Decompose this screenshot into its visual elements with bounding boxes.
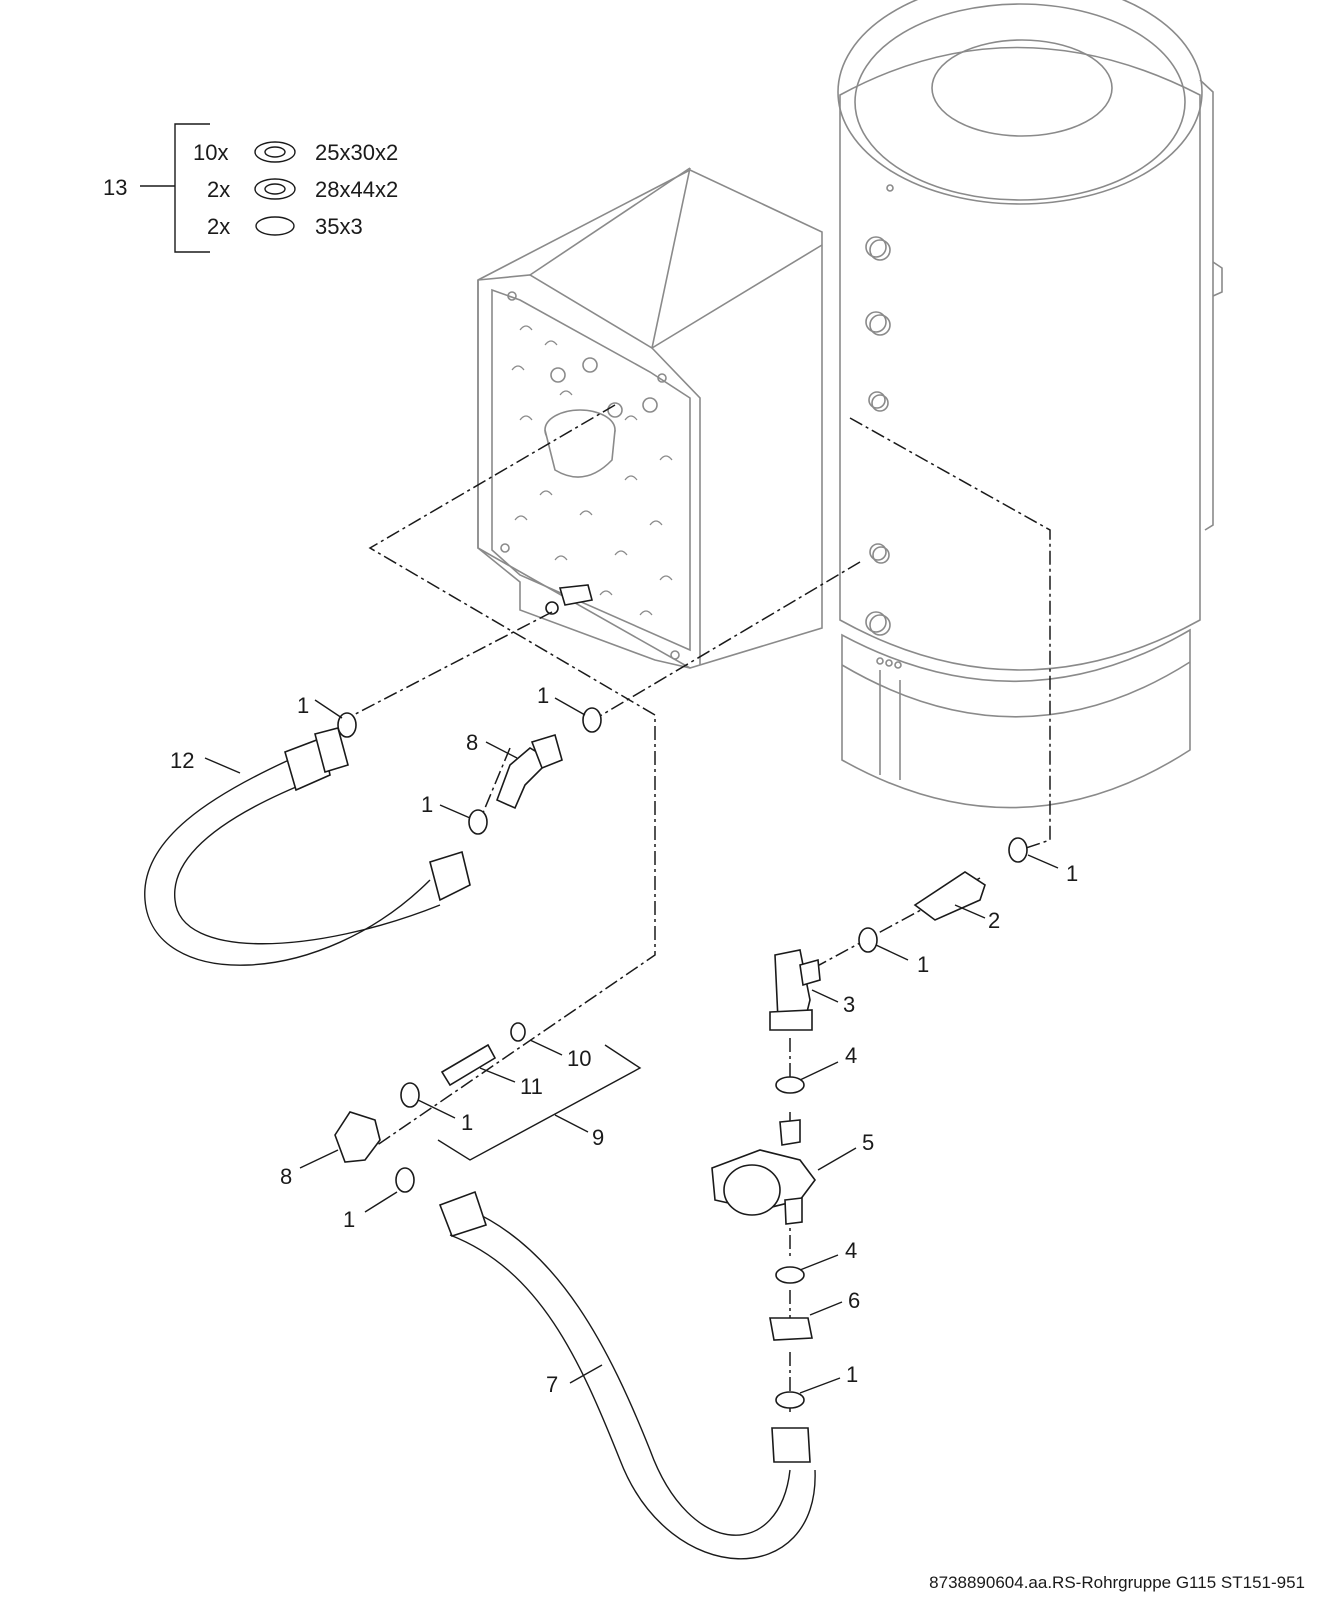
o-ring-icon — [255, 216, 295, 236]
callout-3: 3 — [843, 992, 855, 1017]
callout-10: 10 — [567, 1046, 591, 1071]
flexible-hose-12 — [144, 727, 471, 966]
callout-2: 2 — [988, 908, 1000, 933]
seal-set-size-3: 35x3 — [315, 214, 363, 239]
callout-1: 1 — [917, 952, 929, 977]
callout-7: 7 — [546, 1372, 558, 1397]
drawing-reference: 8738890604.aa.RS-Rohrgruppe G115 ST151-9… — [929, 1573, 1305, 1592]
callout-1: 1 — [537, 683, 549, 708]
callout-1: 1 — [421, 792, 433, 817]
callout-9: 9 — [592, 1125, 604, 1150]
callout-1: 1 — [461, 1110, 473, 1135]
part-callouts: 1 1 1 1 1 1 1 1 2 3 4 4 5 6 7 8 8 9 — [170, 683, 1078, 1397]
seal-set-qty-2: 2x — [207, 177, 230, 202]
callout-11: 11 — [520, 1074, 543, 1099]
boiler-block — [477, 167, 823, 669]
flat-seal-icon — [254, 178, 296, 200]
callout-12: 12 — [170, 748, 194, 773]
callout-4: 4 — [845, 1238, 857, 1263]
seal-set-size-1: 25x30x2 — [315, 140, 398, 165]
callout-5: 5 — [862, 1130, 874, 1155]
callout-6: 6 — [848, 1288, 860, 1313]
callout-1: 1 — [343, 1207, 355, 1232]
callout-4: 4 — [845, 1043, 857, 1068]
callout-1: 1 — [846, 1362, 858, 1387]
seal-set-size-2: 28x44x2 — [315, 177, 398, 202]
seal-set-number: 13 — [103, 175, 127, 200]
callout-8: 8 — [466, 730, 478, 755]
callout-1: 1 — [297, 693, 309, 718]
storage-tank — [837, 0, 1223, 809]
seal-set-callout: 13 10x 2x 2x 25x30x2 28x44x2 35x3 — [103, 123, 398, 253]
callout-1: 1 — [1066, 861, 1078, 886]
flexible-hose-7 — [438, 1190, 816, 1560]
callout-8: 8 — [280, 1164, 292, 1189]
seal-set-qty-3: 2x — [207, 214, 230, 239]
flat-seal-icon — [254, 141, 296, 163]
seal-set-qty-1: 10x — [193, 140, 228, 165]
assembly-lines — [339, 404, 1051, 1412]
fittings — [334, 707, 1028, 1409]
